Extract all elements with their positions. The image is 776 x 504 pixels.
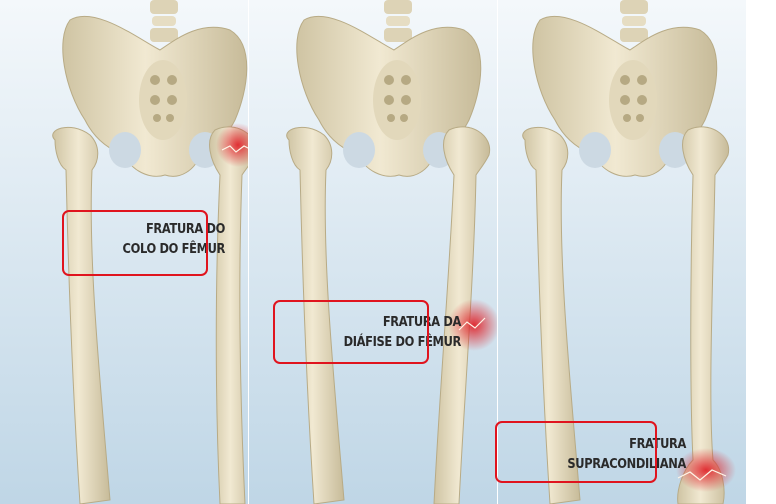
panel-femoral-shaft-fracture [249, 0, 497, 504]
annotation-box-femoral-shaft [273, 300, 429, 364]
pelvis-femur-illustration [249, 0, 497, 504]
annotation-box-femoral-neck [62, 210, 208, 276]
annotation-box-supracondylar [495, 421, 657, 483]
